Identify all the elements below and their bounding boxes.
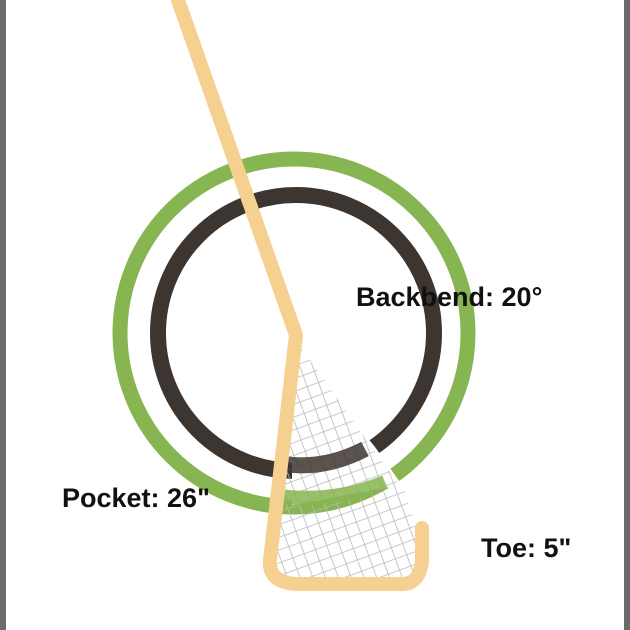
inner-ring-overlap [281, 441, 369, 474]
stick-head-frame [171, 0, 429, 591]
outer-ring-overlap [277, 475, 388, 505]
backbend-label: Backbend: 20° [356, 282, 542, 312]
toe-label: Toe: 5" [481, 533, 571, 563]
pocket-label: Pocket: 26" [62, 483, 210, 513]
